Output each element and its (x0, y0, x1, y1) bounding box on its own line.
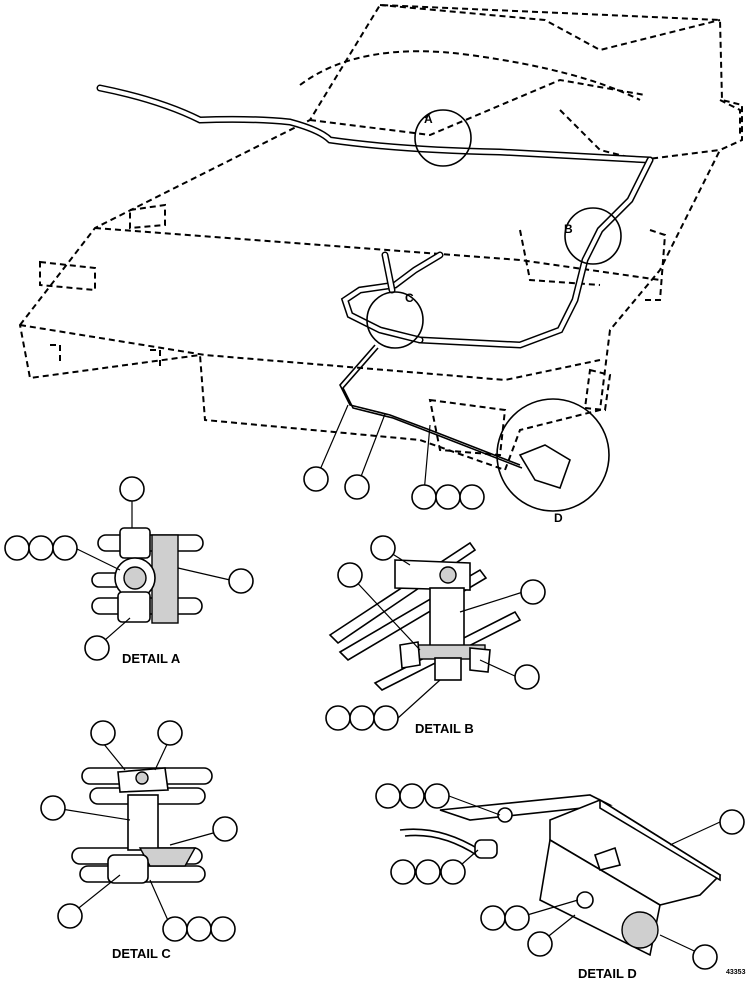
view-c-marker: C (366, 291, 424, 349)
detail-d-callouts (375, 783, 745, 970)
detail-a-title: DETAIL A (122, 651, 181, 666)
view-d-label: D (554, 511, 563, 525)
detail-c-title: DETAIL C (112, 946, 171, 961)
detail-b-drawing (328, 541, 524, 719)
detail-c-drawing (54, 737, 225, 926)
view-b-label: B (564, 222, 573, 236)
detail-c-callouts (40, 720, 238, 942)
vehicle-floor-outline (18, 3, 743, 472)
view-b-marker: B (564, 207, 622, 265)
detail-b-title: DETAIL B (415, 721, 474, 736)
view-d-marker: D (496, 398, 610, 525)
main-callouts (303, 404, 485, 510)
detail-d-drawing (399, 794, 722, 957)
detail-a-drawing (74, 500, 231, 648)
detail-b-callouts (325, 535, 546, 731)
detail-d-title: DETAIL D (578, 966, 637, 981)
fuel-line-routing (96, 84, 654, 469)
detail-a-callouts (4, 476, 254, 661)
figure-number: 43353 (726, 969, 746, 976)
view-a-marker: A (414, 109, 472, 167)
view-a-label: A (424, 112, 433, 126)
view-c-label: C (405, 291, 414, 305)
